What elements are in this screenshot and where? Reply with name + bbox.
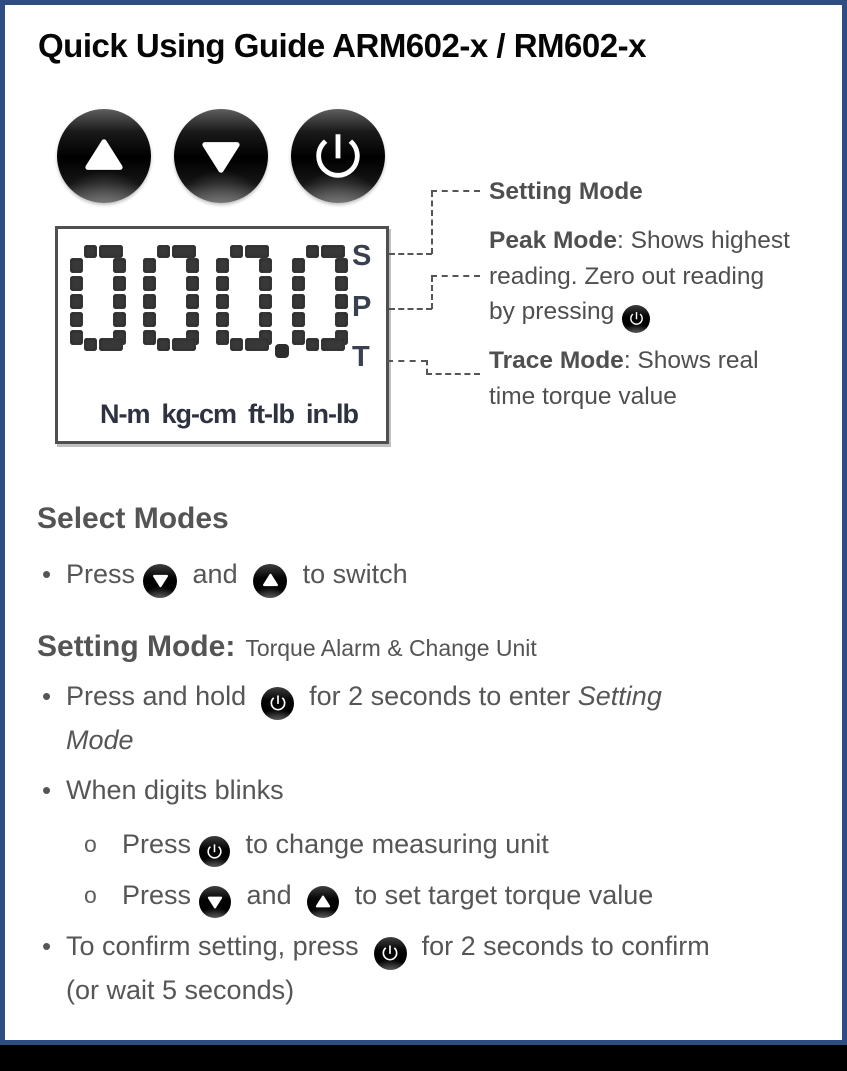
- down-button: [174, 109, 268, 203]
- power-button-icon: [199, 836, 231, 867]
- lcd-units-row: N-m kg-cm ft-lb in-lb: [100, 399, 359, 429]
- up-icon: [78, 130, 130, 182]
- connector-trace: [387, 360, 427, 362]
- connector-peak: [389, 308, 432, 310]
- down-button-icon: [143, 563, 178, 598]
- bullet-marker: •: [42, 559, 52, 589]
- connector-setting: [431, 190, 480, 192]
- power-button-icon: [373, 936, 407, 970]
- select-modes-bullet: • Press and to switch: [42, 554, 408, 598]
- connector-setting: [389, 253, 432, 255]
- power-button-icon: [622, 304, 651, 333]
- connector-setting: [431, 191, 433, 254]
- sub-bullet-marker: o: [84, 831, 97, 857]
- unit-label: in-lb: [306, 399, 359, 429]
- up-button: [57, 109, 151, 203]
- power-button: [291, 109, 385, 203]
- down-icon: [195, 130, 247, 182]
- unit-label: kg-cm: [161, 399, 238, 429]
- lcd-indicator-setting: S: [352, 240, 372, 272]
- unit-label: N-m: [100, 399, 150, 429]
- lcd-digit: [292, 245, 348, 351]
- sub-bullet-marker: o: [84, 882, 97, 908]
- connector-trace: [426, 373, 480, 375]
- device-buttons-row: [57, 109, 385, 203]
- connector-peak: [431, 275, 480, 277]
- unit-label: ft-lb: [248, 399, 295, 429]
- sub-bullet-set-target: o Press and to set target torque value: [84, 875, 653, 918]
- bullet-marker: •: [42, 931, 52, 961]
- power-icon: [309, 127, 367, 185]
- up-button-icon: [307, 886, 340, 918]
- bullet-marker: •: [42, 681, 52, 711]
- page-title: Quick Using Guide ARM602-x / RM602-x: [38, 27, 646, 64]
- lcd-digit: [143, 245, 199, 351]
- bullet-digits-blink: • When digits blinks: [42, 770, 284, 810]
- setting-mode-heading-subtitle: Torque Alarm & Change Unit: [245, 635, 537, 661]
- bullet-marker: •: [42, 775, 52, 805]
- lcd-indicator-trace: T: [352, 341, 370, 373]
- select-modes-heading: Select Modes: [37, 502, 229, 535]
- lcd-digit: [216, 245, 272, 351]
- down-button-icon: [199, 886, 232, 918]
- connector-peak: [431, 276, 433, 309]
- setting-mode-label: Setting Mode: [489, 178, 643, 205]
- sub-bullet-change-unit: o Press to change measuring unit: [84, 824, 549, 867]
- lcd-indicator-peak: P: [352, 291, 372, 323]
- lcd-decimal-point: [275, 344, 289, 358]
- bottom-bar: [0, 1045, 847, 1071]
- power-button-icon: [261, 686, 295, 720]
- setting-mode-heading-title: Setting Mode:: [37, 630, 236, 663]
- setting-mode-heading: Setting Mode: Torque Alarm & Change Unit: [37, 630, 537, 664]
- lcd-display: S P T N-m kg-cm ft-lb in-lb: [55, 226, 389, 444]
- lcd-digits: [70, 245, 365, 358]
- lcd-digit: [70, 245, 126, 351]
- connector-trace: [426, 360, 428, 374]
- guide-sheet: Quick Using Guide ARM602-x / RM602-x S P…: [0, 0, 847, 1045]
- up-button-icon: [253, 563, 288, 598]
